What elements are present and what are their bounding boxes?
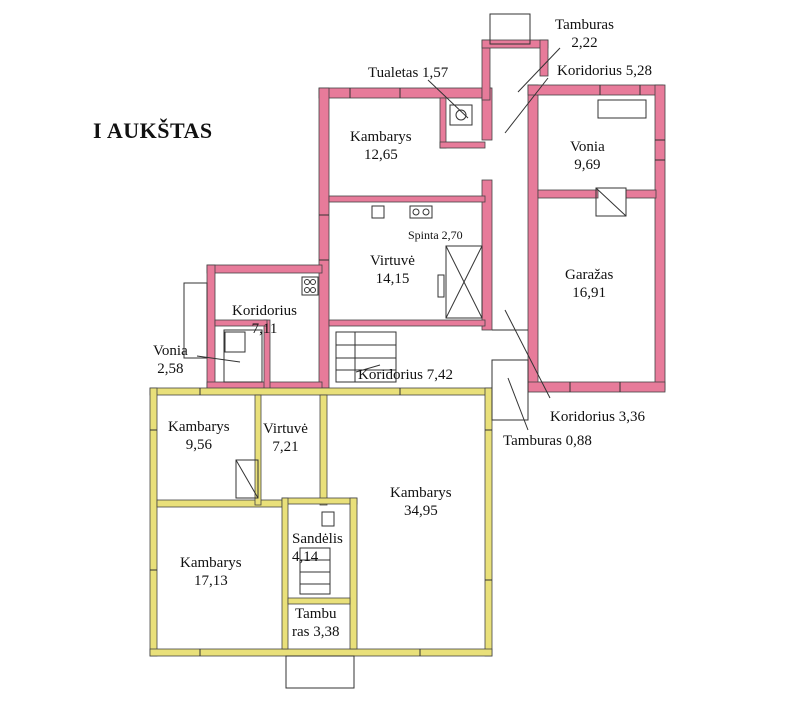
room-vonia-969: Vonia 9,69 xyxy=(570,138,605,174)
room-name: Virtuvė xyxy=(263,421,308,437)
room-name: Kambarys xyxy=(180,555,242,571)
room-area: ras 3,38 xyxy=(292,624,340,640)
room-area: 34,95 xyxy=(403,503,438,519)
room-name: Vonia xyxy=(153,343,188,359)
room-koridorius-528: Koridorius 5,28 xyxy=(557,63,652,79)
room-kambarys-1713: Kambarys 17,13 xyxy=(180,554,242,590)
room-koridorius-742: Koridorius 7,42 xyxy=(358,367,453,383)
room-area: 9,69 xyxy=(574,157,601,173)
room-name: Garažas xyxy=(565,267,614,283)
room-name: Kambarys xyxy=(390,485,452,501)
room-koridorius-336: Koridorius 3,36 xyxy=(550,409,645,425)
room-kambarys-1265: Kambarys 12,65 xyxy=(350,128,412,164)
room-tamburas-088: Tamburas 0,88 xyxy=(503,433,592,449)
room-sandelis: Sandėlis 4,14 xyxy=(292,530,343,566)
room-area: 9,56 xyxy=(185,437,212,453)
room-tamburas-338: Tambu ras 3,38 xyxy=(292,605,340,641)
room-virtuve-721: Virtuvė 7,21 xyxy=(263,420,308,456)
room-area: 12,65 xyxy=(363,147,398,163)
room-area: 7,21 xyxy=(272,439,299,455)
pink-walls xyxy=(206,39,666,393)
room-area: 2,22 xyxy=(571,35,598,51)
room-kambarys-3495: Kambarys 34,95 xyxy=(390,484,452,520)
room-name: Vonia xyxy=(570,139,605,155)
room-area: 4,14 xyxy=(292,549,319,565)
room-virtuve-1415: Virtuvė 14,15 xyxy=(370,252,415,288)
room-garazas: Garažas 16,91 xyxy=(565,266,613,302)
room-vonia-258: Vonia 2,58 xyxy=(153,342,188,378)
room-tamburas-top: Tamburas 2,22 xyxy=(555,16,614,52)
room-name: Sandėlis xyxy=(292,531,343,547)
room-name: Tambu xyxy=(295,606,337,622)
room-name: Virtuvė xyxy=(370,253,415,269)
room-name: Tamburas xyxy=(555,17,614,33)
room-area: 2,58 xyxy=(157,361,184,377)
room-name: Kambarys xyxy=(350,129,412,145)
room-koridorius-711: Koridorius 7,11 xyxy=(232,302,297,338)
room-kambarys-956: Kambarys 9,56 xyxy=(168,418,230,454)
room-area: 7,11 xyxy=(251,321,278,337)
room-area: 17,13 xyxy=(193,573,228,589)
room-name: Koridorius xyxy=(232,303,297,319)
floor-title: I AUKŠTAS xyxy=(93,118,213,143)
room-name: Kambarys xyxy=(168,419,230,435)
room-tualetas: Tualetas 1,57 xyxy=(368,65,449,81)
room-area: 16,91 xyxy=(572,285,607,301)
thin-lines xyxy=(150,13,665,689)
room-spinta: Spinta 2,70 xyxy=(408,228,463,242)
room-area: 14,15 xyxy=(375,271,410,287)
yellow-walls xyxy=(149,387,493,657)
